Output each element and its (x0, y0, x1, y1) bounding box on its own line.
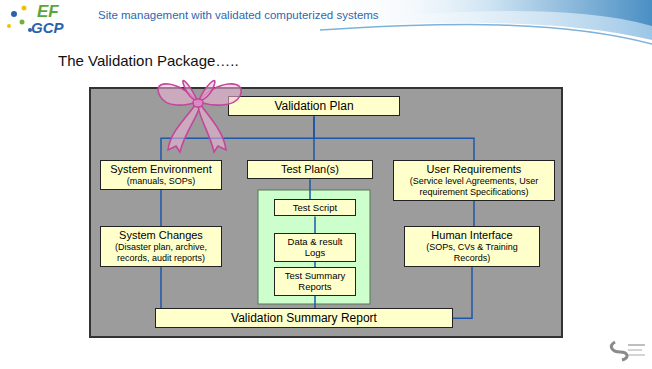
box-heading: Test Summary Reports (279, 270, 351, 293)
interface-box: Human Interface(SOPs, CVs & Training Rec… (404, 226, 540, 267)
connector-line (160, 190, 162, 226)
box-heading: Human Interface (431, 229, 512, 242)
logo-stars (7, 6, 32, 33)
box-detail: (Service level Agreements, User requirem… (398, 176, 550, 198)
box-heading: System Environment (110, 163, 211, 176)
header-swoosh (380, 0, 652, 26)
bow-ribbon (168, 104, 200, 152)
requirements-box: User Requirements(Service level Agreemen… (393, 160, 555, 201)
report-box: Validation Summary Report (155, 308, 453, 328)
header-text: Site management with validated computeri… (98, 9, 379, 21)
bow-ribbon (198, 104, 226, 152)
package-panel (90, 88, 562, 337)
corner-logo (611, 342, 645, 360)
box-heading: Data & result Logs (279, 236, 351, 259)
bow-knot (193, 99, 203, 107)
connector-line (314, 216, 316, 233)
box-heading: Validation Plan (274, 99, 353, 113)
environment-box: System Environment(manuals, SOPs) (100, 160, 222, 190)
connector-line (160, 267, 162, 308)
box-heading: Test Plan(s) (281, 163, 339, 176)
test-plan-box: Test Plan(s) (247, 160, 373, 179)
connector-line (309, 179, 311, 199)
connector-line (453, 267, 472, 318)
box-detail: (manuals, SOPs) (127, 176, 196, 187)
test-region (258, 190, 370, 304)
connector-line (314, 116, 474, 160)
connector-line (314, 296, 316, 308)
box-heading: System Changes (119, 229, 203, 242)
box-heading: User Requirements (427, 163, 522, 176)
box-heading: Test Script (293, 202, 337, 213)
box-heading: Validation Summary Report (231, 311, 377, 325)
summary-box: Test Summary Reports (274, 267, 356, 296)
test-script-box: Test Script (274, 199, 356, 216)
logo-text: GCP (31, 19, 64, 36)
logs-box: Data & result Logs (274, 233, 356, 262)
changes-box: System Changes(Disaster plan, archive, r… (100, 226, 222, 267)
plan-box: Validation Plan (228, 96, 400, 116)
slide-title: The Validation Package….. (58, 52, 239, 69)
header-swoosh-line (320, 25, 652, 44)
box-detail: (Disaster plan, archive, records, audit … (105, 242, 217, 264)
connector-line (473, 201, 475, 226)
box-detail: (SOPs, CVs & Training Records) (409, 242, 535, 264)
